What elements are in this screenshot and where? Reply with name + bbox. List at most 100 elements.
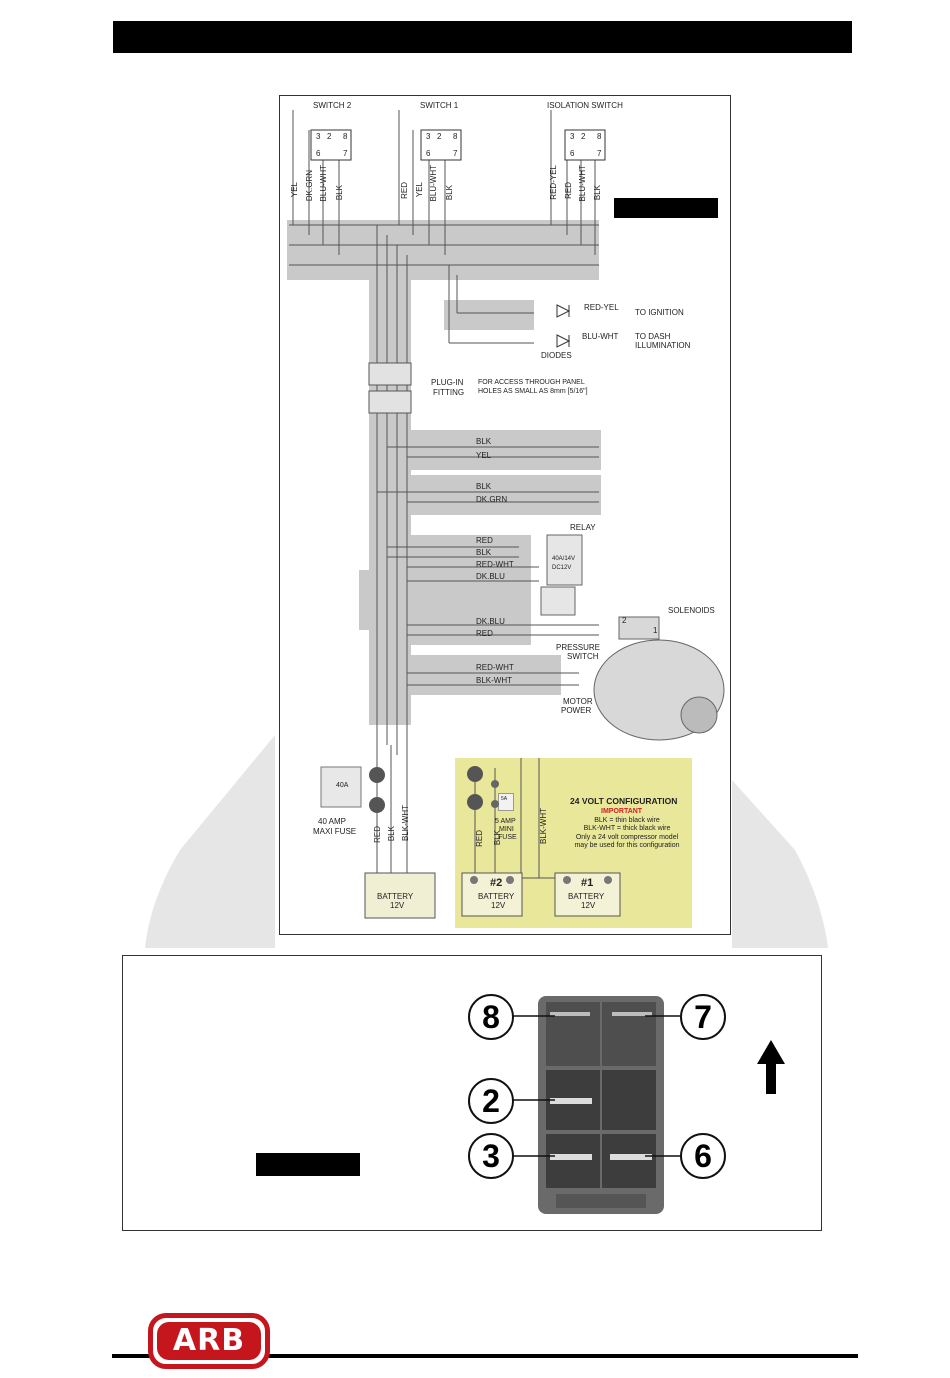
- access-note-line1: FOR ACCESS THROUGH PANEL: [478, 379, 585, 386]
- relay-face-rating: 40A/14V: [552, 556, 576, 562]
- wire-label: BLU-WHT: [319, 165, 328, 202]
- battery-volt: 12V: [390, 901, 405, 910]
- pin-2: 2: [437, 132, 442, 141]
- maxi-fuse-line1: 40 AMP: [318, 817, 347, 826]
- wire-label: RED: [400, 182, 409, 199]
- config-wire-label: RED: [475, 830, 484, 847]
- battery1-label: BATTERY: [568, 892, 605, 901]
- wire-label: YEL: [415, 182, 424, 198]
- pin-6: 6: [570, 149, 575, 158]
- wire-label: BLK: [445, 185, 454, 201]
- config-wire-label: BLK-WHT: [539, 808, 548, 844]
- pin-2: 2: [581, 132, 586, 141]
- pin-3: 3: [426, 132, 431, 141]
- config-important: IMPORTANT: [601, 808, 643, 815]
- config-title: 24 VOLT CONFIGURATION: [570, 796, 678, 806]
- harness-wire-label: RED-WHT: [476, 560, 514, 569]
- maxi-fuse-line2: MAXI FUSE: [313, 827, 357, 836]
- wire-label: RED: [564, 182, 573, 199]
- diodes-label: DIODES: [541, 351, 572, 360]
- arb-logo-text: ARB: [157, 1322, 261, 1360]
- battery2-number: #2: [490, 877, 503, 889]
- pin-3: 3: [570, 132, 575, 141]
- figure-tag: [614, 198, 718, 218]
- config-24v-wiring: [461, 758, 621, 917]
- harness-wire-label: DK.BLU: [476, 617, 505, 626]
- pin-8: 8: [597, 132, 602, 141]
- mini-fuse-line1: 5 AMP: [495, 818, 516, 825]
- battery2-volt: 12V: [491, 901, 506, 910]
- battery2-label: BATTERY: [478, 892, 515, 901]
- pin-7: 7: [597, 149, 602, 158]
- callout-2: 2: [468, 1078, 514, 1124]
- illumination-label: ILLUMINATION: [635, 341, 691, 350]
- wire-label: BLU-WHT: [578, 165, 587, 202]
- wire-label: BLK: [593, 185, 602, 201]
- pin-3: 3: [316, 132, 321, 141]
- harness-wire-label: DK.GRN: [476, 495, 508, 504]
- fitting-label: FITTING: [433, 388, 465, 397]
- switch1-label: SWITCH 1: [420, 101, 459, 110]
- callout-8: 8: [468, 994, 514, 1040]
- pin-7: 7: [453, 149, 458, 158]
- to-dash-label: TO DASH: [635, 332, 671, 341]
- switch-label: SWITCH: [567, 652, 599, 661]
- mini-fuse-line2: MINI: [499, 826, 514, 833]
- pressure-label: PRESSURE: [556, 643, 601, 652]
- switch2-label: SWITCH 2: [313, 101, 352, 110]
- harness-wire-label: RED: [476, 629, 493, 638]
- access-note-line2: HOLES AS SMALL AS 8mm [5/16"]: [478, 388, 588, 395]
- pin-2: 2: [327, 132, 332, 141]
- solenoid-2: 2: [622, 616, 627, 625]
- pin-8: 8: [343, 132, 348, 141]
- harness-wire-label: BLK: [476, 437, 492, 446]
- harness-wire-label: BLK: [476, 482, 492, 491]
- isolation-switch-label: ISOLATION SWITCH: [547, 101, 623, 110]
- power-label: POWER: [561, 706, 592, 715]
- battery-wire-label: BLK-WHT: [401, 805, 410, 841]
- callout-leaders: [513, 1015, 680, 1157]
- callout-3: 3: [468, 1133, 514, 1179]
- diode-wire-label: BLU-WHT: [582, 332, 619, 341]
- mini-fuse: [498, 793, 514, 811]
- header-bar: [113, 21, 852, 53]
- pin-7: 7: [343, 149, 348, 158]
- wire-label: DK.GRN: [305, 170, 314, 202]
- config-note2: BLK-WHT = thick black wire: [583, 825, 671, 832]
- plug-in-label: PLUG-IN: [431, 378, 464, 387]
- footer-rule: [112, 1354, 858, 1358]
- wire-label: BLK: [335, 185, 344, 201]
- battery1-number: #1: [581, 877, 594, 889]
- mini-fuse-line3: FUSE: [498, 834, 517, 841]
- wire-label: YEL: [290, 182, 299, 198]
- harness-wire-label: BLK: [476, 548, 492, 557]
- battery-wire-label: BLK: [387, 826, 396, 842]
- maxi-fuse-rating: 40A: [336, 782, 349, 789]
- relay-face-voltage: DC12V: [552, 565, 572, 571]
- pin-8: 8: [453, 132, 458, 141]
- to-ignition-label: TO IGNITION: [635, 308, 684, 317]
- figure-tag: [256, 1153, 360, 1176]
- harness-wire-label: YEL: [476, 451, 492, 460]
- callout-7: 7: [680, 994, 726, 1040]
- harness-wire-label: RED-WHT: [476, 663, 514, 672]
- rocker-switch-photo: [538, 996, 664, 1214]
- motor-label: MOTOR: [563, 697, 593, 706]
- config-wire-label: BLK: [493, 830, 502, 846]
- pin-6: 6: [316, 149, 321, 158]
- diode-wire-label: RED-YEL: [584, 303, 619, 312]
- pin-6: 6: [426, 149, 431, 158]
- config-note4: may be used for this configuration: [574, 842, 680, 849]
- arb-logo: ARB: [148, 1313, 270, 1369]
- solenoid-1: 1: [653, 626, 658, 635]
- relay-label: RELAY: [570, 523, 596, 532]
- up-arrow-icon: [757, 1040, 785, 1094]
- solenoids-label: SOLENOIDS: [668, 606, 715, 615]
- config-note1: BLK = thin black wire: [594, 817, 660, 824]
- callout-6: 6: [680, 1133, 726, 1179]
- wire-label: RED-YEL: [549, 165, 558, 200]
- config-note3: Only a 24 volt compressor model: [575, 834, 679, 841]
- harness-wire-label: RED: [476, 536, 493, 545]
- wiring-harness: [287, 110, 725, 919]
